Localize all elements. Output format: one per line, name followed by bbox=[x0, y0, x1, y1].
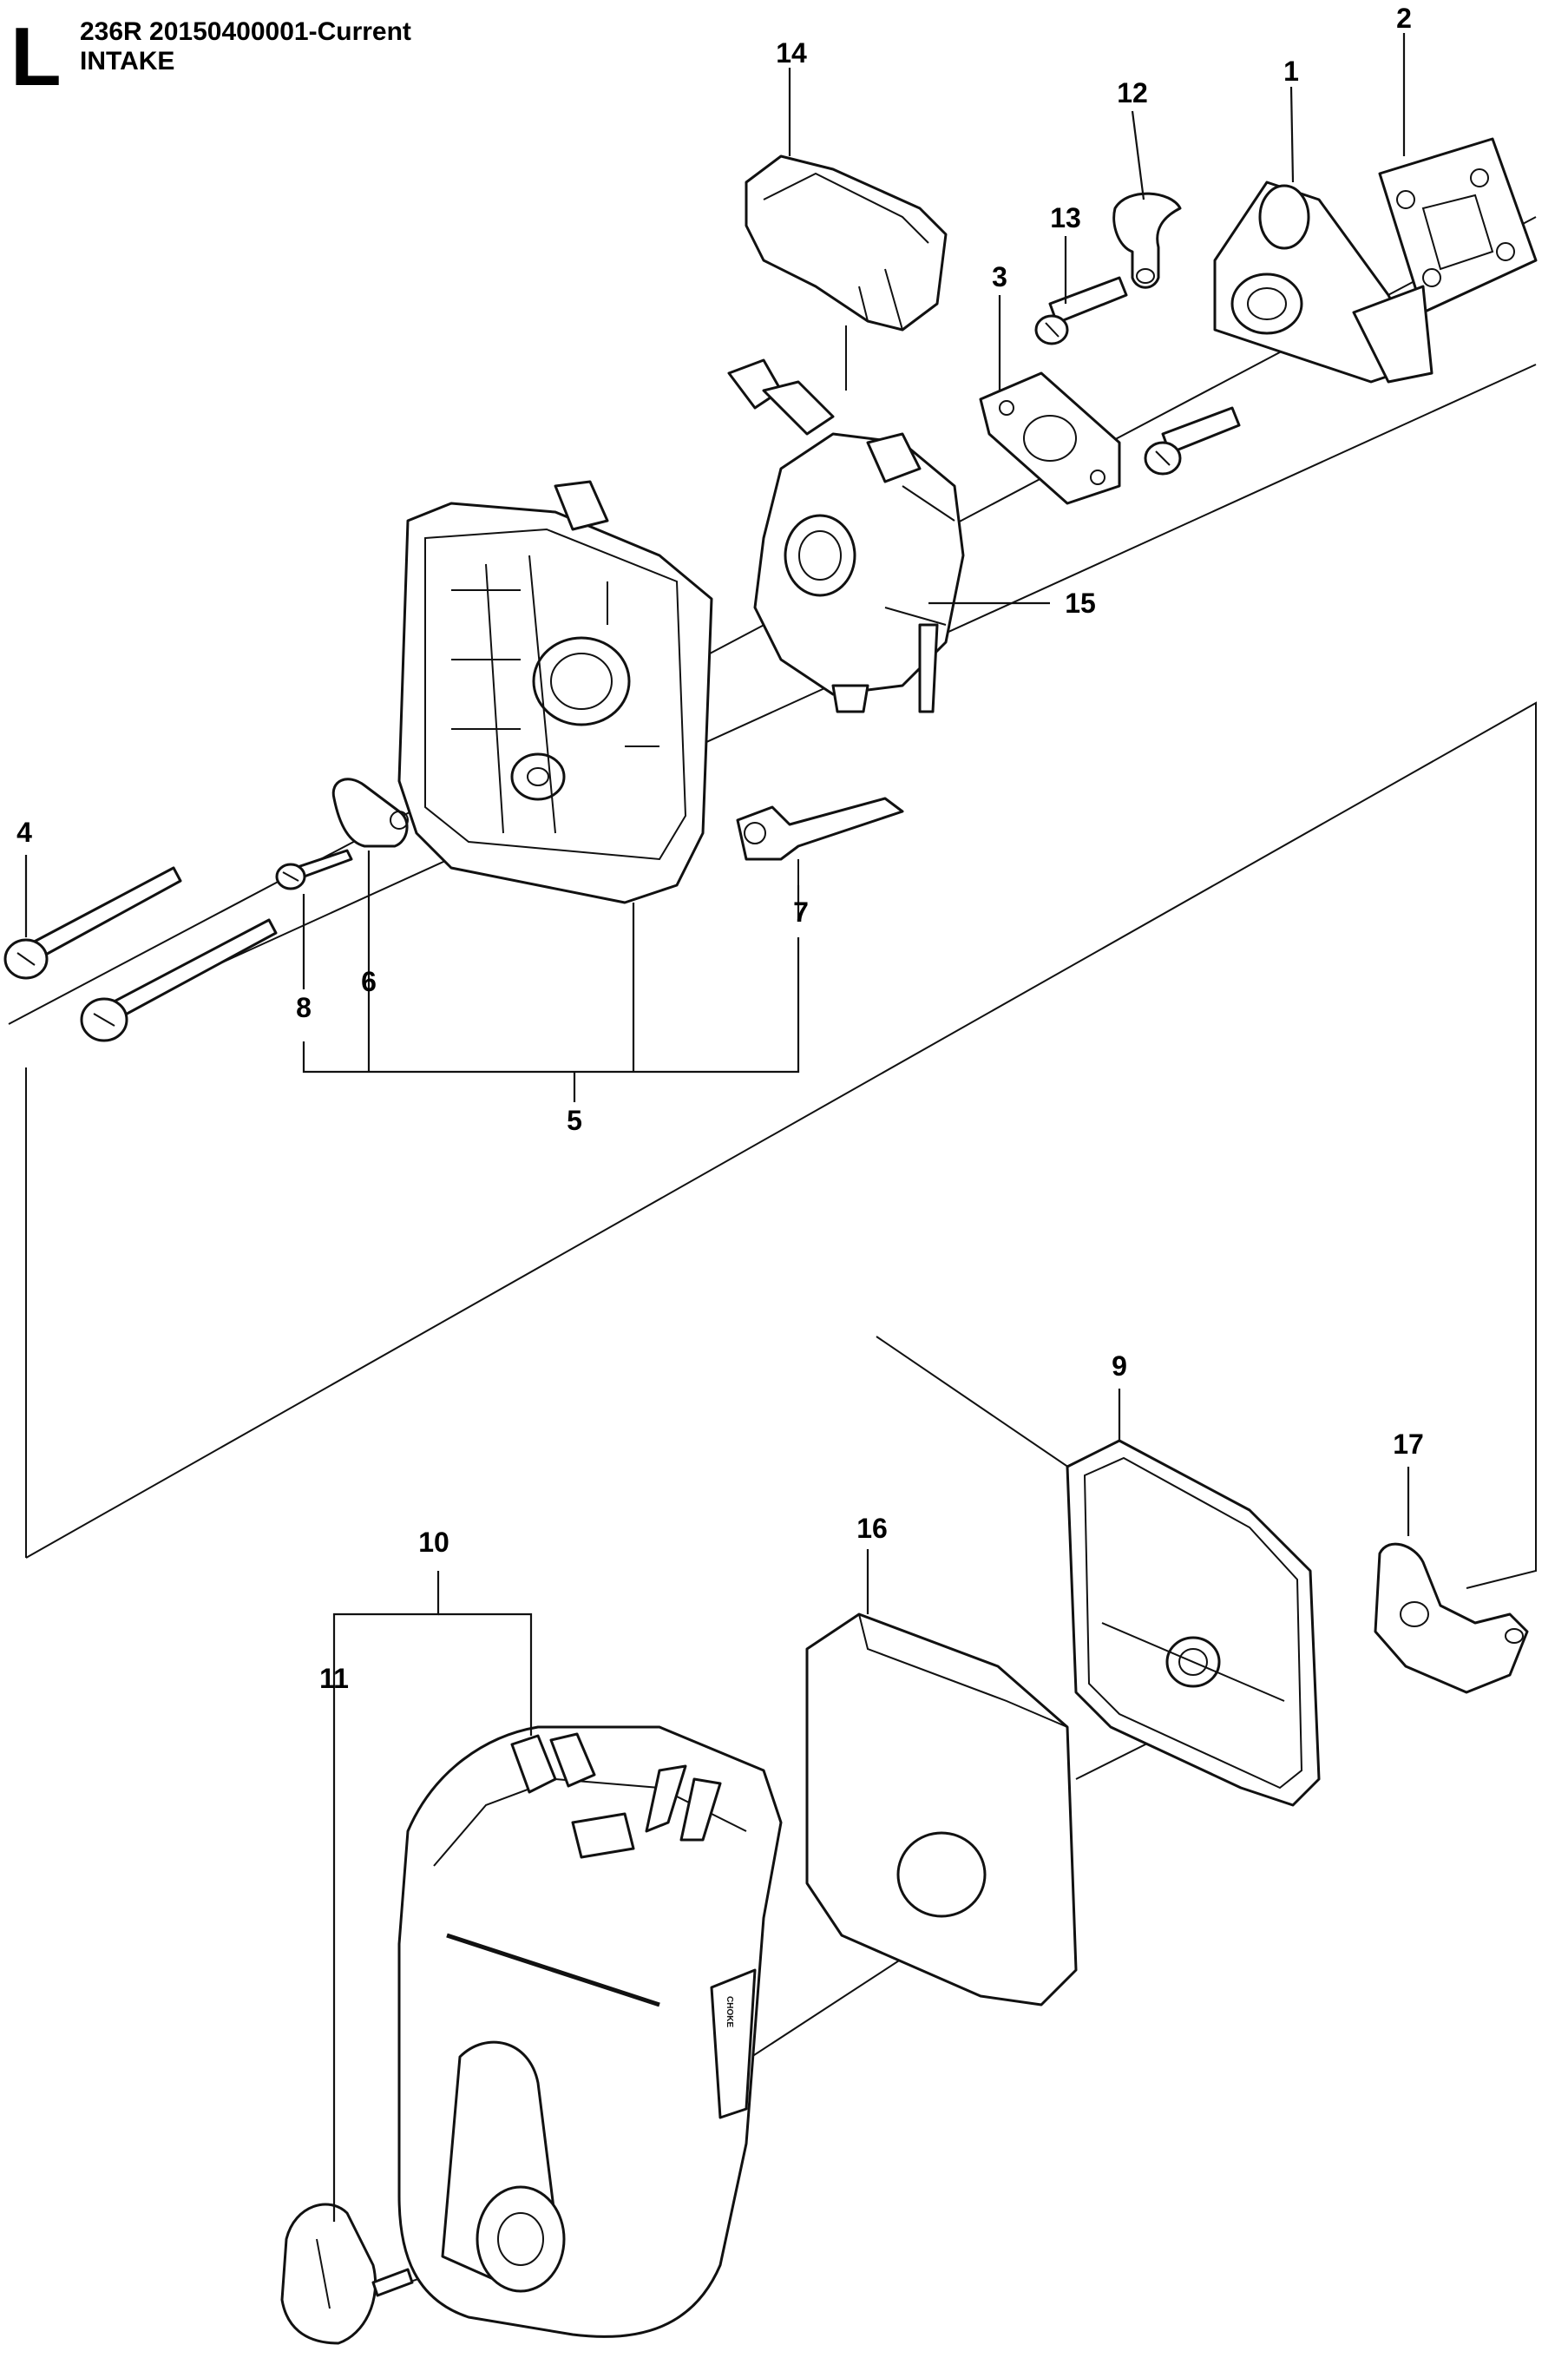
callout-11: 11 bbox=[319, 1663, 349, 1694]
callout-17: 17 bbox=[1393, 1429, 1424, 1460]
part-13-screws bbox=[1034, 276, 1241, 476]
part-3-carburetor-gasket bbox=[979, 371, 1121, 505]
part-7-choke-lever bbox=[736, 797, 904, 885]
part-6-choke-plate bbox=[331, 778, 409, 848]
part-10-filter-cover: CHOKE bbox=[397, 1725, 783, 2338]
callout-14: 14 bbox=[776, 37, 807, 69]
axis-line-lower bbox=[86, 364, 1537, 1025]
callout-13: 13 bbox=[1050, 202, 1081, 233]
part-15-carburetor bbox=[727, 358, 965, 713]
callout-8: 8 bbox=[296, 992, 312, 1023]
model-serial-heading: 236R 20150400001-Current bbox=[80, 17, 411, 46]
part-8-screw bbox=[275, 849, 353, 890]
leader-lines bbox=[24, 33, 1410, 2222]
callout-4: 4 bbox=[16, 817, 32, 848]
callout-2: 2 bbox=[1396, 3, 1412, 34]
part-14-fuel-cover bbox=[745, 154, 948, 391]
section-letter: L bbox=[10, 10, 62, 103]
part-1-intake-manifold bbox=[1213, 181, 1434, 384]
callout-1: 1 bbox=[1283, 56, 1299, 87]
part-4-bolts bbox=[3, 866, 278, 1042]
assembly-boundary-line bbox=[25, 701, 1537, 1589]
callout-10: 10 bbox=[418, 1527, 449, 1558]
part-17-bracket bbox=[1374, 1542, 1529, 1694]
callout-15: 15 bbox=[1065, 588, 1096, 619]
callout-3: 3 bbox=[992, 261, 1007, 292]
callout-5: 5 bbox=[567, 1105, 582, 1136]
callout-7: 7 bbox=[793, 897, 809, 928]
diagram-title: INTAKE bbox=[80, 47, 175, 76]
callout-9: 9 bbox=[1112, 1350, 1127, 1382]
callout-16: 16 bbox=[856, 1513, 888, 1544]
callout-12: 12 bbox=[1117, 77, 1148, 108]
part-16-foam-filter bbox=[805, 1612, 1078, 2006]
part-9-filter-frame bbox=[1066, 1439, 1321, 1807]
part-11-knob bbox=[280, 2203, 414, 2345]
callout-labels: 14 12 1 2 13 3 15 4 7 8 6 5 9 17 16 10 1… bbox=[16, 3, 1424, 1694]
callout-6: 6 bbox=[361, 966, 377, 997]
part-12-choke-plate bbox=[1112, 192, 1182, 289]
part-5-filter-holder bbox=[397, 480, 713, 904]
choke-label: CHOKE bbox=[725, 1996, 734, 2027]
part-2-intake-gasket bbox=[1378, 137, 1538, 314]
